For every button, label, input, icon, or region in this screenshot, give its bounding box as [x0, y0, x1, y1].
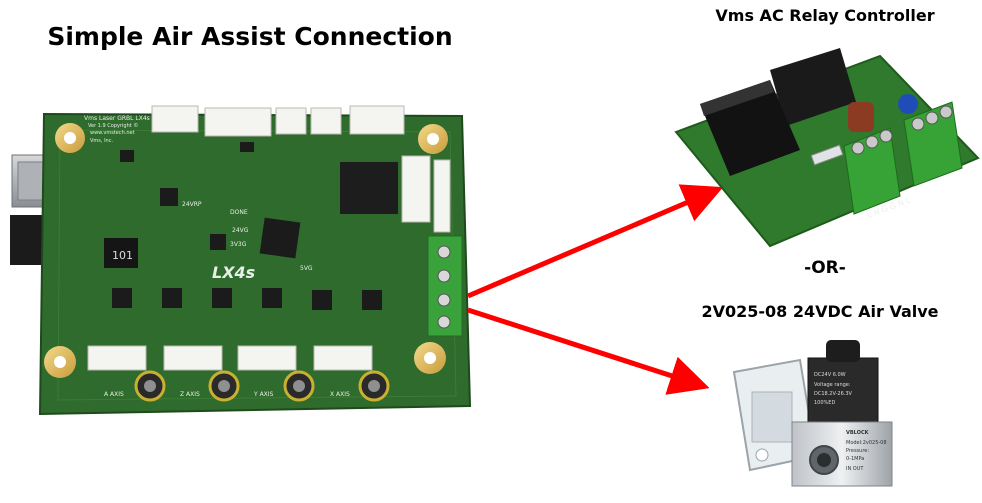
- axis-label-a: A AXIS: [104, 391, 124, 398]
- board-name: LX4s: [212, 263, 255, 282]
- relay-board: L N G G N L: [674, 48, 980, 248]
- relay: [770, 48, 856, 126]
- lx4s-board: 101 Vms Laser GRBL LX4s Ver 1.9 Copyrigh…: [10, 105, 472, 416]
- inductor: [104, 238, 138, 268]
- relay-terminal-block: [843, 101, 963, 215]
- valve-pressure-label: Pressure:: [846, 448, 869, 454]
- silk-5vg: 5VG: [300, 265, 313, 272]
- top-connectors: [151, 105, 405, 137]
- inductor-label: 101: [112, 249, 133, 262]
- axis-label-x: X AXIS: [330, 391, 350, 398]
- axis-label-z: Z AXIS: [180, 391, 200, 398]
- silk-version: Ver 1.9 Copyright ©: [88, 122, 138, 129]
- valve-coil-cap: [826, 340, 860, 362]
- side-connector: [401, 155, 431, 223]
- arrow-to-relay: [467, 184, 724, 299]
- or-separator: -OR-: [804, 258, 846, 278]
- valve-ports-label: IN OUT: [846, 466, 864, 472]
- screw-terminal-block: [427, 235, 463, 337]
- silk-company: Vms, Inc.: [90, 138, 113, 144]
- valve-pressure-range: 0-1MPa: [846, 456, 864, 462]
- valve-body: [791, 421, 893, 487]
- varistor: [898, 94, 918, 114]
- axis-label-y: Y AXIS: [253, 391, 274, 398]
- air-valve: DC24V 6.0W Voltage range: DC18.2V-26.3V …: [732, 340, 893, 487]
- valve-coil-voltage-range: DC18.2V-26.3V: [814, 391, 853, 397]
- silk-done: DONE: [230, 209, 248, 216]
- valve-coil: [808, 358, 878, 430]
- fuse: [810, 144, 844, 166]
- valve-coil-rating: DC24V 6.0W: [814, 372, 846, 378]
- diagram-title: Simple Air Assist Connection: [47, 22, 453, 51]
- capacitors: [134, 370, 390, 402]
- silk-24vrp: 24VRP: [182, 201, 202, 208]
- valve-title: 2V025-08 24VDC Air Valve: [701, 302, 939, 321]
- silk-title: Vms Laser GRBL LX4s: [84, 115, 150, 122]
- valve-coil-voltage-label: Voltage range:: [814, 382, 851, 388]
- valve-coil-duty: 100%ED: [814, 400, 835, 406]
- valve-model: Model:2v025-08: [846, 440, 887, 446]
- pin-header: [340, 162, 398, 214]
- capacitor: [848, 102, 874, 132]
- relay-title: Vms AC Relay Controller: [715, 6, 935, 25]
- silk-url: www.vmstech.net: [90, 130, 135, 136]
- chips: [112, 142, 382, 310]
- side-connector: [433, 159, 451, 233]
- silk-3v3g: 3V3G: [230, 241, 247, 248]
- axis-connectors: [87, 345, 373, 371]
- silk-24vg: 24VG: [232, 227, 249, 234]
- arrow-to-valve: [467, 307, 710, 395]
- valve-brand: VBLOCK: [846, 430, 870, 436]
